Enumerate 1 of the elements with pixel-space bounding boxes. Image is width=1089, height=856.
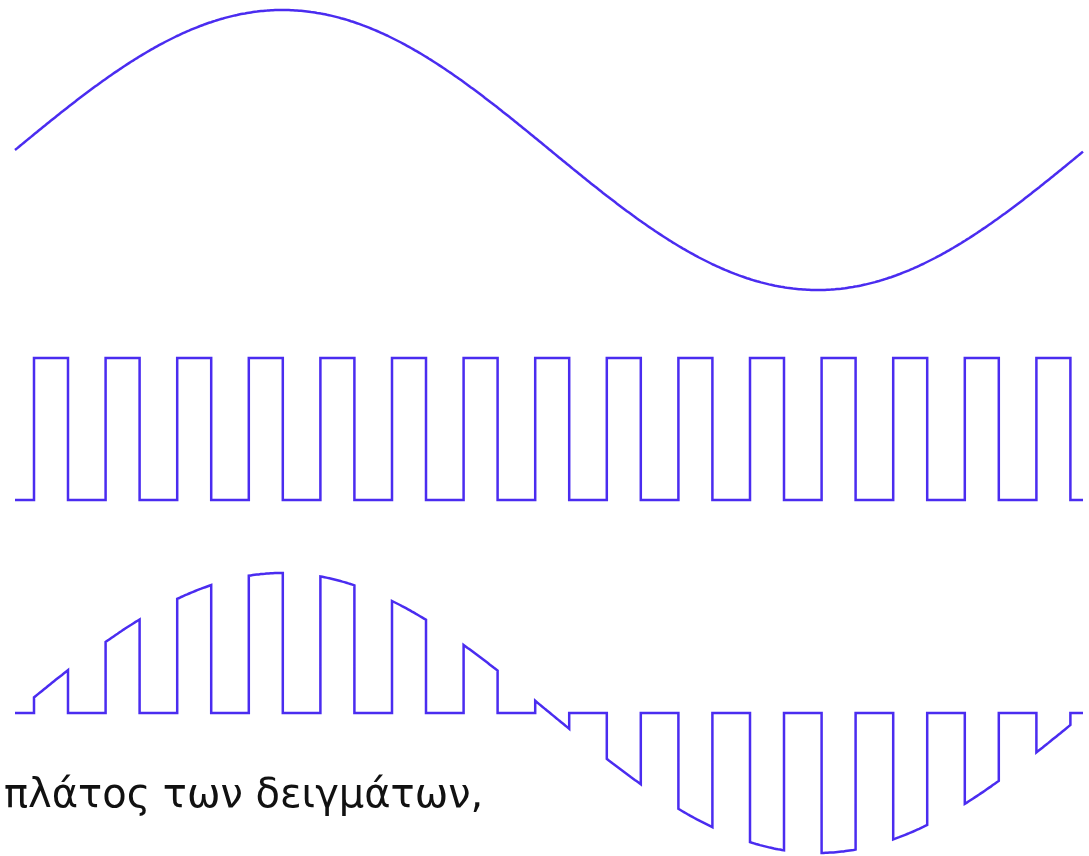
note-text: πλάτος των δειγμάτων, <box>4 770 484 816</box>
